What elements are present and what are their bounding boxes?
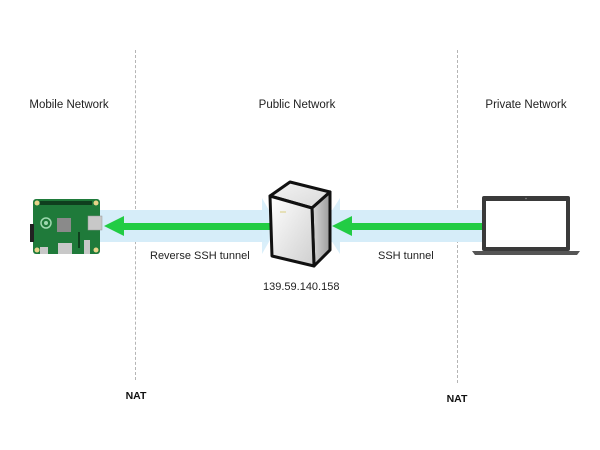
server-icon [268,180,332,268]
reverse-ssh-tunnel-label: Reverse SSH tunnel [150,250,250,262]
ssh-tunnel-arrow-shaft [348,223,482,230]
zone-title-mobile: Mobile Network [29,99,109,111]
ssh-tunnel [322,198,482,254]
reverse-tunnel-arrowhead-icon [104,216,124,236]
zone-title-private: Private Network [485,99,567,111]
laptop-icon [472,196,580,255]
nat-label-left: NAT [125,390,147,402]
ssh-tunnel-label: SSH tunnel [378,250,434,262]
reverse-ssh-tunnel [98,198,278,254]
zone-title-public: Public Network [258,99,336,111]
raspberry-pi-icon [30,199,103,254]
server-ip-label: 139.59.140.158 [263,281,340,293]
nat-label-right: NAT [446,393,468,405]
ssh-tunnel-arrowhead-icon [332,216,352,236]
reverse-tunnel-arrow-shaft [120,223,270,230]
